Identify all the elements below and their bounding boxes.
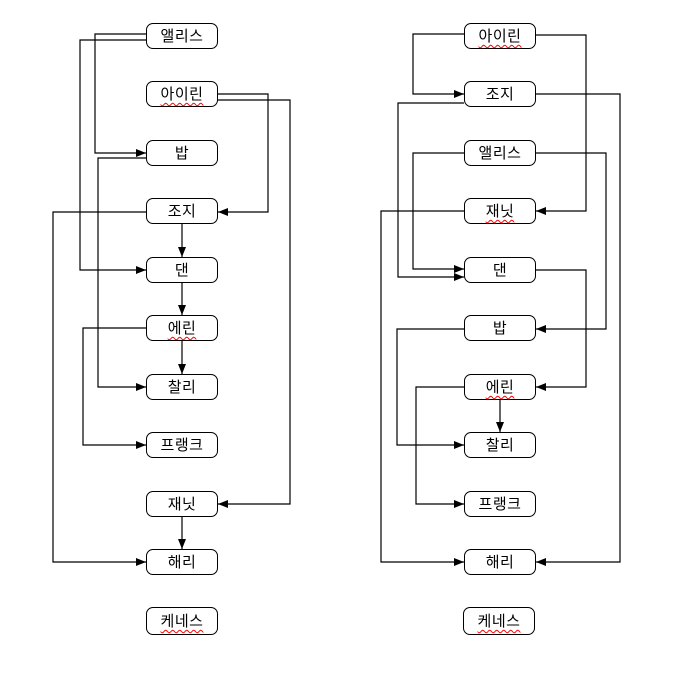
node-right-재닛[interactable]: 재닛: [464, 198, 536, 224]
connector-left-앨리스-밥[interactable]: [94, 33, 146, 157]
node-left-에린[interactable]: 에린: [146, 315, 218, 341]
node-label: 케네스: [160, 613, 204, 630]
node-right-앨리스[interactable]: 앨리스: [464, 140, 536, 166]
connector-left-에린-프랭크[interactable]: [82, 327, 146, 449]
node-label: 재닛: [167, 496, 197, 513]
node-label: 아이린: [160, 86, 204, 103]
node-label: 에린: [485, 379, 515, 396]
node-left-댄[interactable]: 댄: [146, 257, 218, 283]
node-right-프랭크[interactable]: 프랭크: [464, 491, 536, 517]
node-right-케네스[interactable]: 케네스: [463, 607, 535, 635]
node-left-재닛[interactable]: 재닛: [146, 491, 218, 517]
node-label: 프랭크: [160, 437, 204, 454]
node-label: 밥: [492, 320, 508, 337]
connector-left-조지-해리[interactable]: [52, 211, 146, 566]
node-label: 댄: [492, 262, 508, 279]
node-label: 케네스: [477, 613, 521, 630]
node-right-조지[interactable]: 조지: [464, 81, 536, 107]
node-left-해리[interactable]: 해리: [146, 549, 218, 575]
connector-right-에린-프랭크[interactable]: [415, 386, 464, 508]
node-right-에린[interactable]: 에린: [464, 374, 536, 400]
node-label: 앨리스: [478, 145, 522, 162]
node-label: 에린: [167, 320, 197, 337]
node-label: 찰리: [167, 379, 197, 396]
node-label: 조지: [485, 86, 515, 103]
node-left-조지[interactable]: 조지: [146, 198, 218, 224]
connector-right-재닛-해리[interactable]: [380, 210, 464, 566]
node-right-댄[interactable]: 댄: [464, 257, 536, 283]
connector-left-아이린-조지[interactable]: [218, 93, 269, 216]
node-left-밥[interactable]: 밥: [146, 140, 218, 166]
node-right-아이린[interactable]: 아이린: [464, 23, 536, 49]
connector-right-밥-찰리[interactable]: [396, 328, 464, 449]
node-label: 댄: [174, 262, 190, 279]
node-right-해리[interactable]: 해리: [464, 549, 536, 575]
connector-left-아이린-재닛[interactable]: [218, 99, 291, 508]
connector-right-아이린-재닛[interactable]: [536, 34, 587, 215]
node-label: 해리: [485, 554, 515, 571]
node-left-앨리스[interactable]: 앨리스: [146, 23, 218, 49]
connector-right-앨리스-밥[interactable]: [536, 152, 607, 333]
node-label: 밥: [174, 145, 190, 162]
node-label: 조지: [167, 203, 197, 220]
connector-right-조지-댄[interactable]: [397, 102, 464, 281]
node-left-프랭크[interactable]: 프랭크: [146, 432, 218, 458]
connector-right-아이린-조지[interactable]: [412, 33, 464, 98]
connector-right-조지-해리[interactable]: [536, 93, 621, 566]
connector-left-앨리스-댄[interactable]: [79, 39, 146, 274]
node-left-아이린[interactable]: 아이린: [146, 81, 218, 107]
connector-right-댄-에린[interactable]: [536, 269, 587, 391]
node-label: 찰리: [485, 437, 515, 454]
node-label: 해리: [167, 554, 197, 571]
node-label: 앨리스: [160, 28, 204, 45]
node-label: 프랭크: [478, 496, 522, 513]
node-left-찰리[interactable]: 찰리: [146, 374, 218, 400]
node-label: 재닛: [485, 203, 515, 220]
node-right-밥[interactable]: 밥: [464, 315, 536, 341]
node-label: 아이린: [478, 28, 522, 45]
node-right-찰리[interactable]: 찰리: [464, 432, 536, 458]
connector-left-밥-찰리[interactable]: [97, 157, 146, 391]
node-left-케네스[interactable]: 케네스: [146, 607, 218, 635]
